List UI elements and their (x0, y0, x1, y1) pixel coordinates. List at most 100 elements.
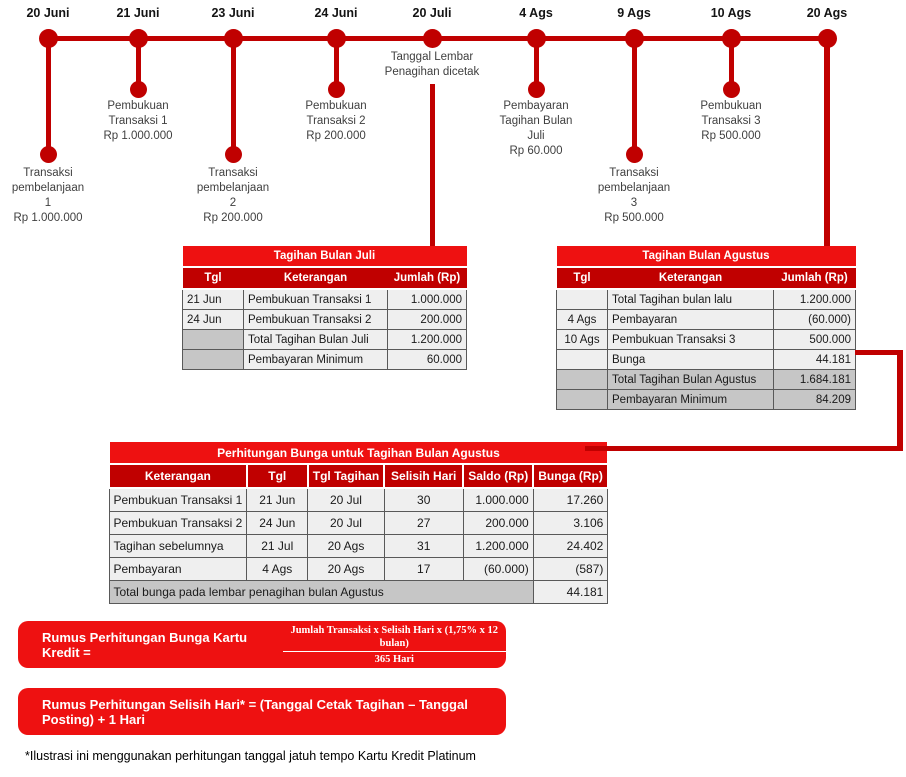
timeline-node-icon (526, 29, 546, 48)
cell-saldo: 200.000 (462, 511, 534, 535)
cell-total-label: Total bunga pada lembar penagihan bulan … (108, 580, 534, 604)
column-header: Tgl (556, 267, 608, 290)
connector-agustus-table-line (824, 38, 830, 246)
table-title: Tagihan Bulan Juli (182, 246, 467, 268)
cell-selisih-hari: 17 (383, 557, 464, 581)
timeline-date-label: 20 Juli (412, 6, 452, 20)
cell-keterangan: Total Tagihan bulan lalu (607, 288, 774, 310)
timeline-node-icon (624, 29, 644, 48)
timeline-date-label: 20 Ags (806, 6, 848, 20)
column-header: Tgl Tagihan (306, 463, 386, 489)
timeline-date-label: 4 Ags (519, 6, 553, 20)
cell-keterangan: Pembayaran (607, 309, 774, 330)
connector-bunga-vertical (897, 350, 903, 451)
timeline-sub-node-icon (722, 81, 740, 98)
cell-tgl (556, 349, 608, 370)
timeline-node-icon (817, 29, 837, 48)
timeline-event-21-juni: 21 Juni Pembukuan Transaksi 1 Rp 1.000.0… (73, 0, 203, 240)
column-header: Keterangan (607, 267, 774, 290)
timeline-stem (135, 38, 141, 90)
timeline-sub-node-icon (39, 146, 57, 163)
table-perhitungan-bunga: Perhitungan Bunga untuk Tagihan Bulan Ag… (108, 440, 609, 604)
column-header: Selisih Hari (383, 463, 465, 489)
timeline-event-10-ags: 10 Ags Pembukuan Transaksi 3 Rp 500.000 (666, 0, 796, 240)
table-header-row: Tgl Keterangan Jumlah (Rp) (556, 267, 856, 290)
timeline-stem (728, 38, 734, 90)
timeline-event-24-juni: 24 Juni Pembukuan Transaksi 2 Rp 200.000 (271, 0, 401, 240)
cell-tgl: 21 Jun (246, 487, 309, 512)
table-row: Total Tagihan Bulan Agustus 1.684.181 (556, 369, 856, 390)
formula-box-bunga: Rumus Perhitungan Bunga Kartu Kredit = J… (18, 621, 506, 668)
timeline-node-icon (422, 29, 442, 48)
timeline-event-9-ags: 9 Ags Transaksi pembelanjaan 3 Rp 500.00… (569, 0, 699, 240)
cell-saldo: 1.000.000 (462, 487, 534, 512)
formula-selisih-label: Rumus Perhitungan Selisih Hari* = (Tangg… (42, 696, 468, 727)
table-row: 21 Jun Pembukuan Transaksi 1 1.000.000 (182, 288, 467, 310)
cell-bunga: 24.402 (532, 534, 609, 558)
cell-tgl (182, 329, 244, 350)
table-row: Bunga 44.181 (556, 349, 856, 370)
cell-selisih-hari: 30 (383, 487, 464, 512)
timeline-event-label: Transaksi pembelanjaan 2 Rp 200.000 (196, 167, 270, 224)
table-header-row: Tgl Keterangan Jumlah (Rp) (182, 267, 467, 290)
table-row: 24 Jun Pembukuan Transaksi 2 200.000 (182, 309, 467, 330)
cell-saldo: 1.200.000 (462, 534, 534, 558)
formula-denominator: 365 Hari (374, 653, 414, 665)
table-tagihan-agustus: Tagihan Bulan Agustus Tgl Keterangan Jum… (556, 246, 856, 410)
table-tagihan-juli: Tagihan Bulan Juli Tgl Keterangan Jumlah… (182, 246, 467, 370)
cell-keterangan: Tagihan sebelumnya (108, 534, 248, 558)
cell-tgl: 21 Jul (246, 534, 309, 558)
cell-keterangan: Pembayaran (108, 557, 248, 581)
cell-tgl (182, 349, 244, 370)
cell-keterangan: Total Tagihan Bulan Agustus (607, 369, 774, 390)
timeline-date-label: 10 Ags (710, 6, 752, 20)
formula-bunga-label: Rumus Perhitungan Bunga Kartu Kredit = (42, 629, 248, 660)
table-row: 4 Ags Pembayaran (60.000) (556, 309, 856, 330)
timeline-event-23-juni: 23 Juni Transaksi pembelanjaan 2 Rp 200.… (168, 0, 298, 240)
table-row: Pembukuan Transaksi 1 21 Jun 20 Jul 30 1… (108, 487, 609, 512)
column-header: Tgl (245, 463, 309, 489)
cell-keterangan: Pembukuan Transaksi 3 (607, 329, 774, 350)
timeline-event-20-ags: 20 Ags (762, 0, 892, 246)
cell-tgl (556, 288, 608, 310)
timeline-sub-node-icon (129, 81, 147, 98)
timeline-sub-node-icon (527, 81, 545, 98)
table-row: Pembayaran Minimum 84.209 (556, 389, 856, 410)
table-row: Tagihan sebelumnya 21 Jul 20 Ags 31 1.20… (108, 534, 609, 558)
timeline-node-icon (128, 29, 148, 48)
cell-tgl-tagihan: 20 Jul (307, 511, 385, 535)
timeline-event-label: Pembukuan Transaksi 2 Rp 200.000 (305, 100, 367, 142)
timeline-stem (631, 38, 637, 155)
cell-jumlah: 1.200.000 (387, 329, 467, 350)
cell-tgl: 21 Jun (182, 288, 244, 310)
formula-box-selisih-hari: Rumus Perhitungan Selisih Hari* = (Tangg… (18, 688, 506, 735)
timeline-event-label: Pembukuan Transaksi 3 Rp 500.000 (700, 100, 762, 142)
timeline-date-label: 9 Ags (617, 6, 651, 20)
cell-jumlah: 1.684.181 (773, 369, 856, 390)
table-row: Pembayaran Minimum 60.000 (182, 349, 467, 370)
connector-bunga-horizontal-1 (855, 350, 903, 355)
timeline-stem (533, 38, 539, 90)
cell-tgl: 24 Jun (182, 309, 244, 330)
timeline-sub-node-icon (625, 146, 643, 163)
formula-numerator: Jumlah Transaksi x Selisih Hari x (1,75%… (282, 624, 506, 652)
cell-bunga: (587) (532, 557, 609, 581)
cell-bunga: 17.260 (532, 487, 609, 512)
cell-tgl (556, 389, 608, 410)
timeline-event-20-juli: 20 Juli Tanggal Lembar Penagihan dicetak (367, 0, 497, 246)
timeline-event-label: Tanggal Lembar Penagihan dicetak (384, 51, 480, 78)
column-header: Keterangan (108, 463, 248, 489)
cell-tgl: 4 Ags (246, 557, 309, 581)
cell-keterangan: Pembayaran Minimum (607, 389, 774, 410)
cell-keterangan: Bunga (607, 349, 774, 370)
timeline-event-label: Pembayaran Tagihan Bulan Juli Rp 60.000 (499, 100, 573, 157)
cell-tgl (556, 369, 608, 390)
table-header-row: Keterangan Tgl Tgl Tagihan Selisih Hari … (108, 463, 609, 489)
table-total-row: Total bunga pada lembar penagihan bulan … (108, 580, 609, 604)
cell-jumlah: 44.181 (773, 349, 856, 370)
timeline-node-icon (38, 29, 58, 48)
timeline-date-label: 24 Juni (314, 6, 358, 20)
table-row: Total Tagihan Bulan Juli 1.200.000 (182, 329, 467, 350)
cell-tgl-tagihan: 20 Ags (307, 534, 385, 558)
timeline-event-20-juni: 20 Juni Transaksi pembelanjaan 1 Rp 1.00… (0, 0, 113, 240)
